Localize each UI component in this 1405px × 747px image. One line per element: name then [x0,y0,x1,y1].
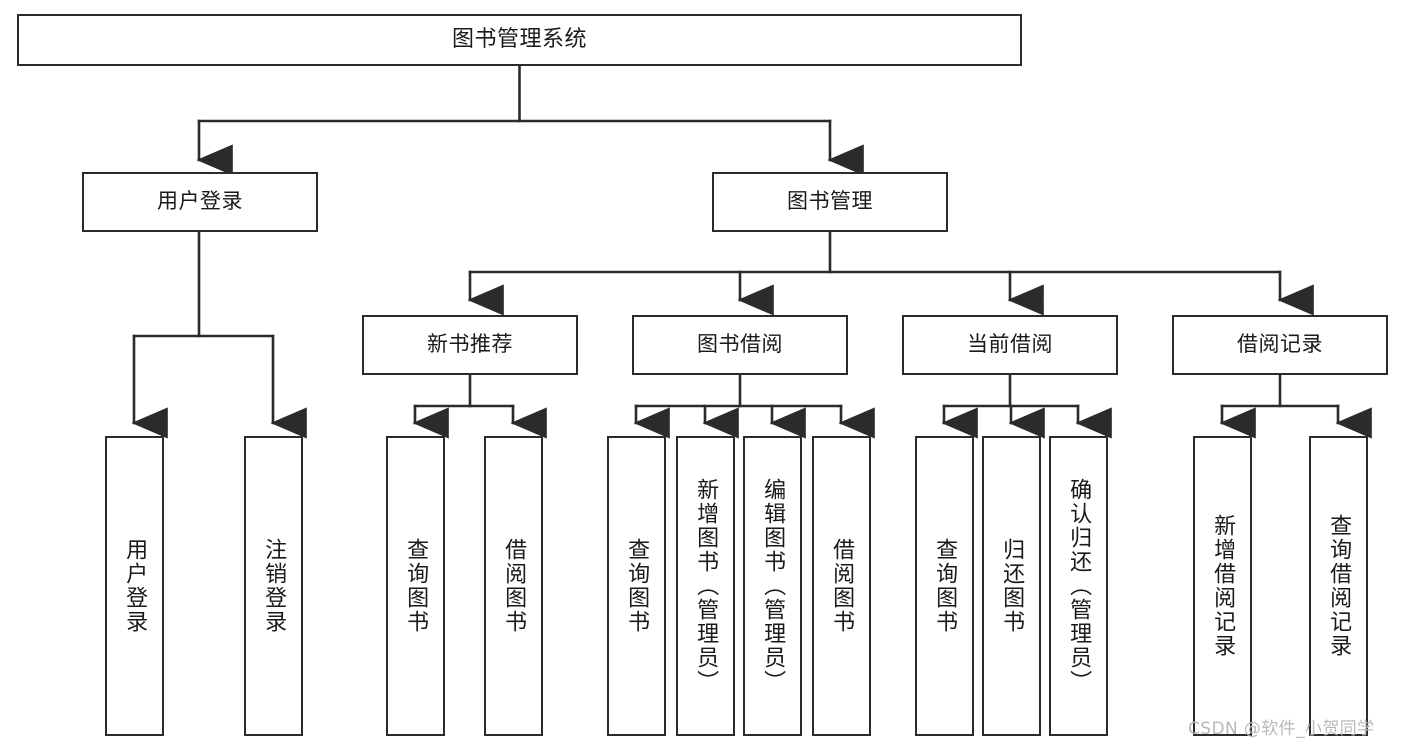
node-label: 注销登录 [261,538,287,634]
node-label: 确认归还（管理员） [1066,478,1092,694]
node-new-book-recommend[interactable]: 新书推荐 [362,315,578,375]
node-label: 新增借阅记录 [1210,514,1236,658]
node-label: 图书管理系统 [451,26,587,52]
node-leaf-borrow-book-1[interactable]: 借阅图书 [484,436,543,736]
node-leaf-logout-login[interactable]: 注销登录 [244,436,303,736]
node-current-borrow[interactable]: 当前借阅 [902,315,1118,375]
node-leaf-confirm-return[interactable]: 确认归还（管理员） [1049,436,1108,736]
node-leaf-query-book-2[interactable]: 查询图书 [607,436,666,736]
node-label: 借阅图书 [829,538,855,634]
node-leaf-query-record[interactable]: 查询借阅记录 [1309,436,1368,736]
node-root-book-management-system[interactable]: 图书管理系统 [17,14,1022,66]
node-leaf-query-book-3[interactable]: 查询图书 [915,436,974,736]
node-leaf-edit-book[interactable]: 编辑图书（管理员） [743,436,802,736]
node-label: 归还图书 [999,538,1025,634]
node-book-borrow[interactable]: 图书借阅 [632,315,848,375]
node-leaf-return-book[interactable]: 归还图书 [982,436,1041,736]
node-borrow-record[interactable]: 借阅记录 [1172,315,1388,375]
node-label: 当前借阅 [967,332,1053,357]
node-label: 借阅图书 [501,538,527,634]
node-label: 借阅记录 [1237,332,1323,357]
node-label: 用户登录 [122,538,148,634]
node-label: 图书管理 [787,189,873,214]
node-label: 新增图书（管理员） [693,478,719,694]
node-label: 查询图书 [403,538,429,634]
node-label: 编辑图书（管理员） [760,478,786,694]
node-user-login[interactable]: 用户登录 [82,172,318,232]
node-book-management[interactable]: 图书管理 [712,172,948,232]
node-label: 新书推荐 [427,332,513,357]
node-label: 查询图书 [624,538,650,634]
node-label: 查询图书 [932,538,958,634]
node-leaf-add-book[interactable]: 新增图书（管理员） [676,436,735,736]
node-leaf-borrow-book-2[interactable]: 借阅图书 [812,436,871,736]
node-label: 图书借阅 [697,332,783,357]
node-label: 用户登录 [157,189,243,214]
node-leaf-user-login[interactable]: 用户登录 [105,436,164,736]
node-label: 查询借阅记录 [1326,514,1352,658]
node-leaf-query-book-1[interactable]: 查询图书 [386,436,445,736]
node-leaf-add-record[interactable]: 新增借阅记录 [1193,436,1252,736]
